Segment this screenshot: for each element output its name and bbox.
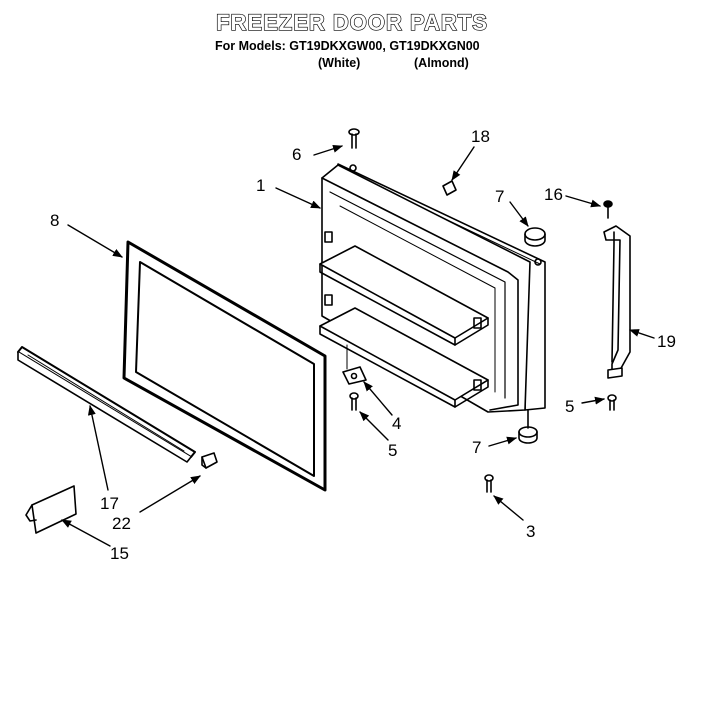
callout-7-top: 7 (495, 187, 505, 206)
leader-6 (313, 144, 343, 156)
leader-5-right (581, 396, 605, 405)
leader-5-left (359, 411, 389, 441)
trim-clip (201, 452, 218, 469)
callout-4: 4 (392, 414, 402, 433)
callout-17: 17 (100, 494, 119, 513)
hinge-bushing-bottom (518, 409, 538, 444)
leader-17 (87, 405, 109, 491)
callout-5-left: 5 (388, 441, 398, 460)
callout-19: 19 (657, 332, 676, 351)
handle-screw-bottom (607, 394, 617, 411)
callout-7-bottom: 7 (472, 438, 482, 457)
leader-19 (629, 329, 655, 339)
callout-3: 3 (526, 522, 536, 541)
handle-screw-top (603, 200, 613, 219)
variant-almond: (Almond) (414, 56, 469, 70)
leader-7-bottom (488, 436, 517, 447)
page-title: FREEZER DOOR PARTS (215, 9, 488, 35)
callout-16: 16 (544, 185, 563, 204)
leader-16 (565, 195, 601, 208)
callout-1: 1 (256, 176, 266, 195)
callout-22: 22 (112, 514, 131, 533)
screw-left (349, 392, 359, 411)
cover-plate (25, 485, 77, 534)
callout-6: 6 (292, 145, 302, 164)
trim-strip (17, 346, 196, 463)
door-liner (319, 163, 546, 413)
leader-18 (451, 146, 475, 181)
hinge-cap-top (524, 227, 546, 247)
leader-15 (61, 519, 111, 547)
leader-4 (363, 381, 393, 416)
leader-3 (493, 495, 524, 521)
screw-bottom (484, 474, 494, 493)
stop-plate (342, 344, 367, 385)
label-tag (442, 180, 457, 196)
leader-1 (275, 187, 321, 209)
callout-8: 8 (50, 211, 60, 230)
leader-7-top (509, 201, 529, 227)
callout-15: 15 (110, 544, 129, 563)
door-gasket (122, 240, 327, 492)
callout-18: 18 (471, 127, 490, 146)
callout-5-right: 5 (565, 397, 575, 416)
variant-white: (White) (318, 56, 361, 70)
leader-8 (67, 224, 123, 258)
leader-22 (139, 475, 201, 513)
models-line: For Models: GT19DKXGW00, GT19DKXGN00 (215, 39, 480, 53)
door-handle (603, 225, 631, 379)
top-screw (348, 128, 360, 149)
